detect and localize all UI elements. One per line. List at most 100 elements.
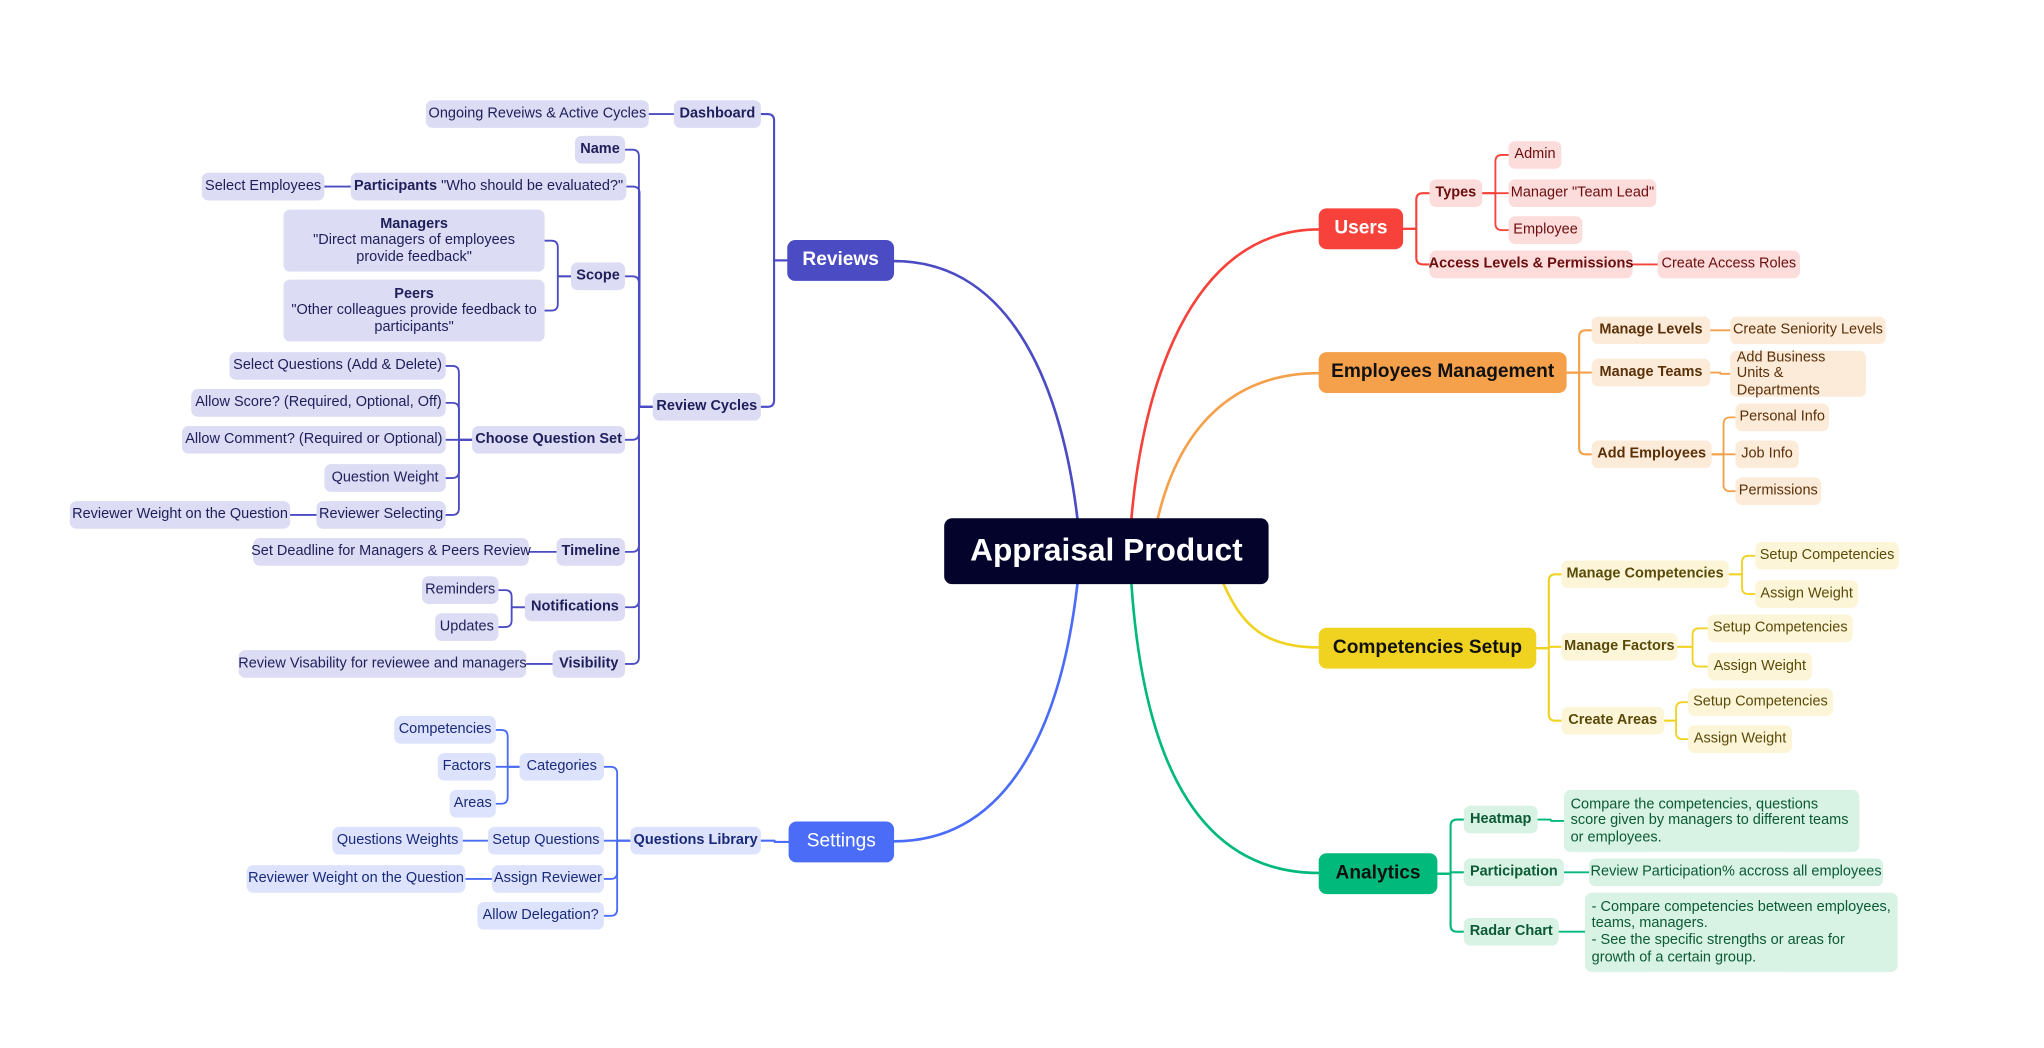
node-reviewer-selecting[interactable]: Reviewer Selecting — [316, 501, 446, 529]
node-setup-competencies[interactable]: Setup Competencies — [1687, 688, 1833, 717]
connector — [1676, 645, 1709, 668]
node-manage-teams[interactable]: Manage Teams — [1591, 358, 1711, 387]
topic-competencies-setup[interactable]: Competencies Setup — [1318, 627, 1537, 669]
connector — [625, 185, 654, 408]
connector — [603, 765, 632, 842]
node-timeline[interactable]: Timeline — [556, 538, 626, 566]
node-review-visibility[interactable]: Review Visability for reviewee and manag… — [238, 650, 527, 678]
node-permissions[interactable]: Permissions — [1735, 477, 1822, 506]
connector — [497, 589, 526, 609]
node-assign-weight[interactable]: Assign Weight — [1687, 725, 1793, 753]
connector — [1402, 192, 1431, 230]
connector — [543, 275, 572, 312]
topic-employees-management[interactable]: Employees Management — [1318, 352, 1567, 393]
node-setup-competencies[interactable]: Setup Competencies — [1755, 541, 1899, 570]
connector — [444, 401, 474, 441]
node-radar-chart[interactable]: Radar Chart — [1463, 917, 1559, 946]
node-heatmap[interactable]: Heatmap — [1463, 805, 1538, 834]
node-add-employees[interactable]: Add Employees — [1591, 440, 1712, 469]
connector — [494, 728, 521, 768]
node-create-access-roles[interactable]: Create Access Roles — [1657, 250, 1801, 279]
node-manager[interactable]: Manager "Team Lead" — [1508, 179, 1657, 208]
node-notifications[interactable]: Notifications — [524, 593, 626, 622]
connector — [494, 765, 521, 805]
node-participation[interactable]: Participation — [1463, 858, 1564, 887]
central-topic[interactable]: Appraisal Product — [944, 518, 1269, 585]
topic-analytics[interactable]: Analytics — [1318, 853, 1438, 895]
node-assign-weight[interactable]: Assign Weight — [1707, 652, 1812, 681]
node-participation-description[interactable]: Review Participation% accross all employ… — [1589, 858, 1884, 887]
topic-settings[interactable]: Settings — [788, 821, 895, 863]
topic-users[interactable]: Users — [1318, 208, 1404, 250]
node-setup-questions[interactable]: Setup Questions — [487, 826, 604, 855]
topic-reviews[interactable]: Reviews — [787, 240, 895, 281]
node-scope[interactable]: Scope — [570, 262, 626, 291]
peers-text: "Other colleagues provide feedback to pa… — [291, 302, 537, 335]
connector-competencies — [1222, 582, 1321, 649]
node-ongoing-reviews[interactable]: Ongoing Reveiws & Active Cycles — [425, 100, 649, 128]
node-allow-comment[interactable]: Allow Comment? (Required or Optional) — [181, 425, 446, 454]
node-reminders[interactable]: Reminders — [421, 576, 499, 604]
node-create-seniority-levels[interactable]: Create Seniority Levels — [1730, 316, 1886, 345]
node-job-info[interactable]: Job Info — [1735, 440, 1799, 469]
node-create-areas[interactable]: Create Areas — [1561, 706, 1665, 735]
node-assign-reviewer[interactable]: Assign Reviewer — [491, 865, 604, 893]
node-allow-score[interactable]: Allow Score? (Required, Optional, Off) — [191, 389, 446, 417]
connector — [624, 148, 654, 408]
node-factors[interactable]: Factors — [437, 752, 496, 781]
participants-label: Participants — [354, 178, 438, 195]
node-visibility[interactable]: Visibility — [552, 650, 626, 678]
node-dashboard[interactable]: Dashboard — [673, 100, 761, 128]
node-allow-delegation[interactable]: Allow Delegation? — [477, 901, 604, 930]
node-updates[interactable]: Updates — [435, 613, 499, 641]
node-review-cycles[interactable]: Review Cycles — [652, 392, 761, 421]
node-question-weight[interactable]: Question Weight — [324, 464, 446, 492]
connector — [1481, 154, 1510, 195]
node-areas[interactable]: Areas — [449, 789, 496, 818]
node-select-employees[interactable]: Select Employees — [201, 172, 325, 201]
node-peers[interactable]: Peers"Other colleagues provide feedback … — [283, 279, 545, 342]
node-types[interactable]: Types — [1429, 179, 1483, 208]
radar-desc-line-1: - Compare competencies between employees… — [1591, 898, 1891, 932]
node-assign-weight[interactable]: Assign Weight — [1755, 580, 1859, 608]
node-manage-factors[interactable]: Manage Factors — [1561, 632, 1678, 661]
connector — [543, 239, 572, 278]
node-questions-library[interactable]: Questions Library — [630, 826, 761, 855]
connector — [1710, 453, 1737, 493]
node-managers[interactable]: Managers"Direct managers of employees pr… — [283, 209, 545, 272]
connector-settings — [892, 582, 1079, 843]
node-choose-question-set[interactable]: Choose Question Set — [472, 425, 626, 454]
node-radar-description[interactable]: - Compare competencies between employees… — [1585, 892, 1898, 972]
node-personal-info[interactable]: Personal Info — [1735, 403, 1830, 432]
node-manage-levels[interactable]: Manage Levels — [1591, 316, 1711, 345]
node-select-questions[interactable]: Select Questions (Add & Delete) — [229, 352, 446, 380]
node-reviewer-weight[interactable]: Reviewer Weight on the Question — [246, 865, 466, 893]
connector — [1727, 554, 1757, 576]
node-set-deadline[interactable]: Set Deadline for Managers & Peers Review — [251, 538, 531, 566]
node-name[interactable]: Name — [574, 135, 626, 164]
peers-title: Peers — [394, 285, 434, 302]
connector — [1436, 818, 1465, 875]
node-categories[interactable]: Categories — [519, 752, 604, 781]
node-participants[interactable]: Participants "Who should be evaluated?" — [350, 172, 627, 201]
connector — [1481, 192, 1510, 232]
node-setup-competencies[interactable]: Setup Competencies — [1707, 614, 1853, 643]
connector — [444, 365, 474, 441]
connector — [1436, 872, 1465, 933]
node-heatmap-description[interactable]: Compare the competencies, questions scor… — [1563, 789, 1860, 852]
connector-employees — [1156, 371, 1321, 520]
node-competencies[interactable]: Competencies — [394, 716, 496, 744]
node-questions-weights[interactable]: Questions Weights — [332, 826, 463, 855]
connector — [1565, 371, 1593, 456]
node-access-levels[interactable]: Access Levels & Permissions — [1429, 250, 1633, 279]
connector-users — [1130, 228, 1321, 520]
node-add-business-units[interactable]: Add Business Units & Departments — [1730, 349, 1866, 398]
connector — [1710, 416, 1737, 456]
node-reviewer-weight[interactable]: Reviewer Weight on the Question — [69, 501, 291, 529]
connector — [624, 405, 654, 665]
node-admin[interactable]: Admin — [1508, 141, 1562, 169]
node-manage-competencies[interactable]: Manage Competencies — [1561, 560, 1729, 589]
connector — [759, 839, 790, 844]
node-employee[interactable]: Employee — [1508, 216, 1583, 244]
